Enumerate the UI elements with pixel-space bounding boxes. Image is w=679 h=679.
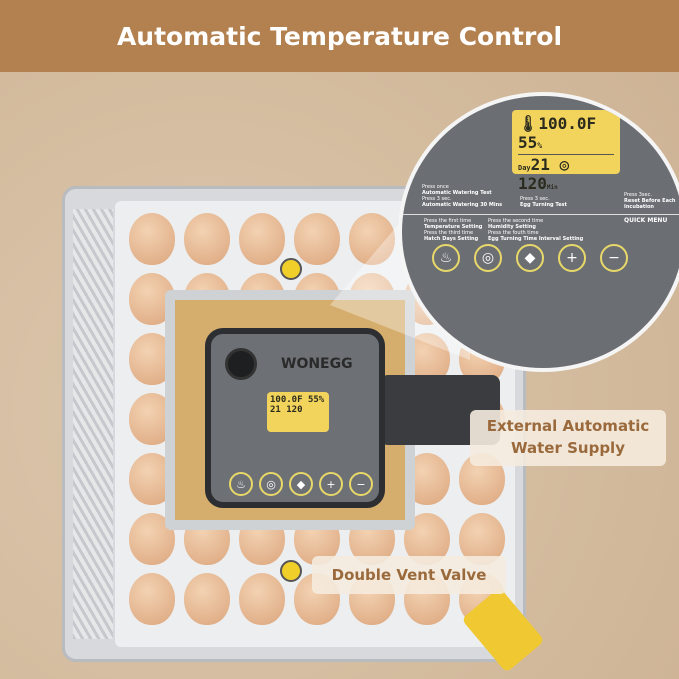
- settings-icon: ◆: [296, 477, 306, 491]
- egg: [184, 213, 230, 265]
- press-once-label: Press once: [432, 109, 470, 117]
- egg-turn-icon: ◎: [481, 250, 495, 266]
- action: Humidity Setting: [488, 224, 536, 230]
- camera-lens-icon: [225, 348, 257, 380]
- water-drop-icon: ♨: [236, 477, 246, 491]
- header-banner: Automatic Temperature Control: [0, 0, 679, 72]
- vent-label: Double Vent Valve: [312, 556, 506, 594]
- action: Temperature Setting: [424, 224, 483, 230]
- day-value: 21: [530, 155, 550, 174]
- button-row-small: ♨ ◎ ◆ + −: [229, 472, 373, 496]
- quick-menu-label: QUICK MENU: [624, 217, 668, 224]
- interval-value: 120: [286, 405, 303, 415]
- day-value: 21: [270, 405, 281, 415]
- action: Automatic Watering Test: [422, 190, 492, 196]
- hint: Press 3 sec.: [422, 196, 452, 202]
- hint: Press the second time: [488, 218, 544, 224]
- temp-value: 100.0: [538, 114, 587, 133]
- temp-unit: F: [586, 114, 597, 133]
- water-drop-button[interactable]: ♨: [432, 244, 460, 272]
- settings-button[interactable]: ◆: [516, 244, 544, 272]
- action: Egg Turning Time Interval Setting: [488, 236, 584, 242]
- reset-instructions: Press 3sec.Reset Before Each Incubation: [624, 192, 679, 210]
- temp-unit: F: [297, 395, 303, 405]
- lcd-display-large: 🌡100.0F 55% Day21 ◎ 120Min: [512, 110, 620, 193]
- settings-button[interactable]: ◆: [289, 472, 313, 496]
- interval-value: 120: [518, 174, 547, 193]
- vent-valve-top[interactable]: [280, 258, 302, 280]
- settings-icon: ◆: [524, 250, 536, 266]
- water-supply-label: External Automatic Water Supply: [470, 410, 666, 466]
- lcd-display-small: 100.0F 55% 21 120: [267, 392, 329, 432]
- interval-unit: Min: [546, 184, 558, 191]
- egg: [129, 213, 175, 265]
- vent-valve-bottom[interactable]: [280, 560, 302, 582]
- humidity-value: 55: [307, 395, 319, 405]
- day-label: Day: [518, 164, 531, 172]
- egg: [294, 213, 340, 265]
- humidity-value: 55: [518, 133, 538, 152]
- hint: Press the fouth time: [488, 230, 539, 236]
- egg: [239, 573, 285, 625]
- minus-button[interactable]: −: [600, 244, 628, 272]
- egg-turn-icon: ◎: [266, 477, 276, 491]
- brand-logo: WONEGG: [281, 356, 353, 372]
- humidity-unit: %: [537, 141, 543, 150]
- egg-turn-button[interactable]: ◎: [259, 472, 283, 496]
- hint: Press 3 sec.: [520, 196, 550, 202]
- plus-icon: +: [566, 250, 578, 266]
- hint: Press the third time: [424, 230, 474, 236]
- egg: [129, 573, 175, 625]
- egg: [349, 213, 395, 265]
- egg-turning-instructions: Press 3 sec.Egg Turning Test: [520, 196, 567, 208]
- plus-icon: +: [326, 477, 336, 491]
- plus-button[interactable]: +: [319, 472, 343, 496]
- plus-button[interactable]: +: [558, 244, 586, 272]
- egg: [239, 213, 285, 265]
- egg: [184, 573, 230, 625]
- minus-icon: −: [356, 477, 366, 491]
- temp-value: 100.0: [270, 395, 298, 405]
- hint: Press the first time: [424, 218, 472, 224]
- action: Hatch Days Setting: [424, 236, 479, 242]
- action: Reset Before Each Incubation: [624, 198, 676, 210]
- water-drop-icon: ♨: [439, 250, 453, 266]
- humidity-unit: %: [318, 395, 325, 405]
- page-title: Automatic Temperature Control: [116, 21, 563, 51]
- water-drop-button[interactable]: ♨: [229, 472, 253, 496]
- action: Egg Turning Test: [520, 202, 567, 208]
- minus-button[interactable]: −: [349, 472, 373, 496]
- egg-turn-button[interactable]: ◎: [474, 244, 502, 272]
- divider: [402, 214, 679, 215]
- minus-icon: −: [608, 250, 620, 266]
- magnified-panel: Press once 🌡100.0F 55% Day21 ◎ 120Min Pr…: [398, 92, 679, 372]
- hint: Press 3sec.: [624, 192, 652, 198]
- hint: Press once: [422, 184, 449, 190]
- action: Automatic Watering 30 Mins: [422, 202, 503, 208]
- control-panel: WONEGG 100.0F 55% 21 120 ♨ ◎ ◆ + −: [205, 328, 385, 508]
- air-mesh: [73, 209, 113, 639]
- button-row-large: ♨ ◎ ◆ + −: [432, 244, 628, 272]
